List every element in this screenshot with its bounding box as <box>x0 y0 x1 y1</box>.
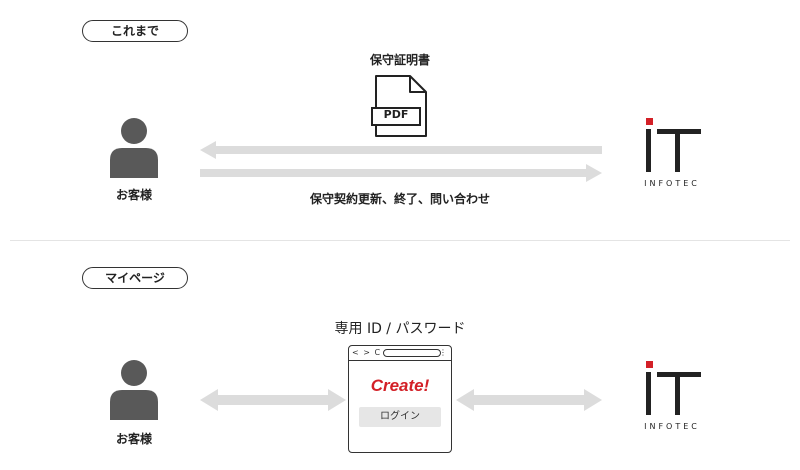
person-silhouette-icon <box>110 118 158 178</box>
flow-caption: 保守契約更新、終了、問い合わせ <box>309 192 490 206</box>
document-caption: 保守証明書 <box>369 53 430 67</box>
infotec-logo-icon <box>646 361 701 415</box>
after-badge: マイページ <box>82 267 188 289</box>
credentials-caption: 専用 ID / パスワード <box>334 321 466 337</box>
login-button[interactable]: ログイン <box>359 407 441 427</box>
customer-label: お客様 <box>115 188 152 202</box>
arrow-left-icon <box>200 141 602 159</box>
person-silhouette-icon <box>110 360 158 420</box>
section-divider <box>10 240 790 241</box>
browser-address-bar <box>383 349 441 357</box>
pdf-document-icon <box>371 75 427 137</box>
browser-menu-icon: ⋮ <box>439 348 447 357</box>
company-name: INFOTEC <box>644 179 700 188</box>
create-brand-logo: Create! <box>370 376 430 395</box>
double-arrow-left-icon <box>200 389 346 411</box>
infotec-logo: INFOTEC <box>641 118 703 188</box>
infotec-logo: INFOTEC <box>641 361 703 431</box>
before-badge: これまで <box>82 20 188 42</box>
browser-nav-icons: < > C <box>352 348 382 357</box>
double-arrow-right-icon <box>456 389 602 411</box>
infotec-logo-icon <box>646 118 701 172</box>
customer-label: お客様 <box>115 432 152 446</box>
arrow-right-icon <box>200 164 602 182</box>
browser-toolbar: < > C ⋮ <box>349 346 451 361</box>
browser-window-icon: < > C ⋮ Create! ログイン <box>348 345 452 453</box>
company-name: INFOTEC <box>644 422 700 431</box>
pdf-label: PDF <box>383 108 409 121</box>
